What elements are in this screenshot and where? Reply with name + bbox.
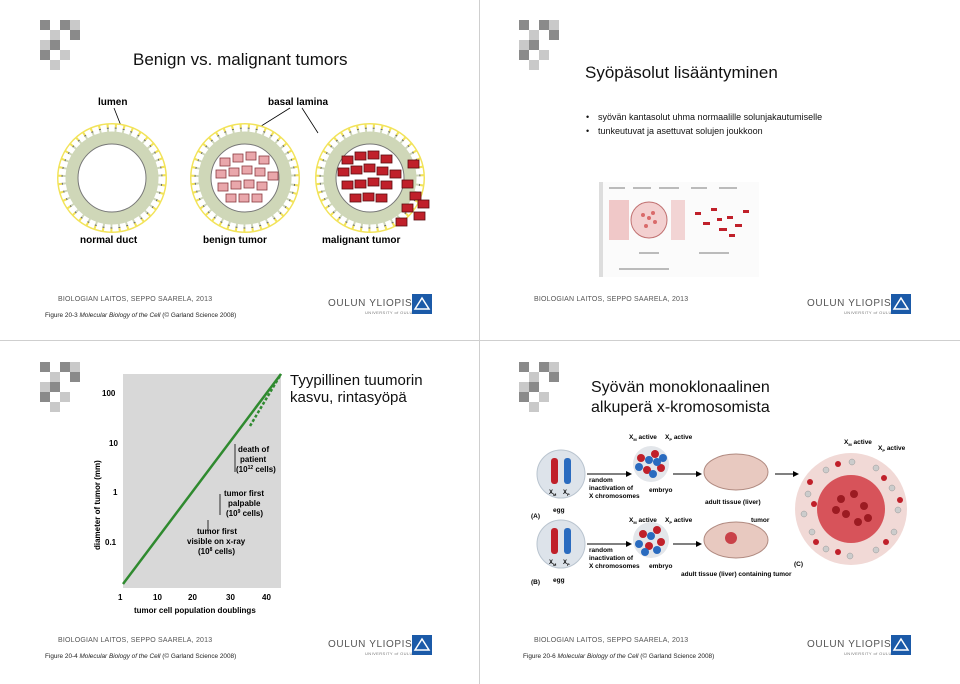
annotation-palpable-line3: (109 cells) xyxy=(226,509,263,518)
footer-author: BIOLOGIAN LAITOS, SEPPO SAARELA, 2013 xyxy=(534,637,689,644)
x-tick: 10 xyxy=(153,593,162,602)
x-chromosome-figure: XM XP egg (A) random inactivation of X c… xyxy=(531,434,799,586)
bullet-item: tunkeutuvat ja asettuvat solujen joukkoo… xyxy=(586,126,822,137)
embryo-cluster-b xyxy=(633,522,669,558)
annotation-death-line1: death of xyxy=(238,445,269,454)
oulu-logo-subtitle: UNIVERSITY of OULU xyxy=(365,310,413,315)
oulu-logo-text: OULUN YLIOPISTO xyxy=(328,298,428,309)
y-tick: 0.1 xyxy=(105,538,117,547)
slide-title: Tyypillinen tuumorin kasvu, rintasyöpä xyxy=(290,372,423,406)
footer-caption: Figure 20-4 Molecular Biology of the Cel… xyxy=(45,653,237,660)
growth-line-extrapolated xyxy=(248,373,283,427)
label-adult-tissue: adult tissue (liver) xyxy=(705,499,761,506)
annotation-death-line3: (1012 cells) xyxy=(236,465,276,474)
footer-author: BIOLOGIAN LAITOS, SEPPO SAARELA, 2013 xyxy=(534,296,689,303)
svg-text:XP active: XP active xyxy=(878,445,906,453)
duct-comparison-figure: lumen basal lamina xyxy=(57,97,430,246)
y-tick: 1 xyxy=(113,488,118,497)
bullet-list: syövän kantasolut uhma normaalille solun… xyxy=(586,112,822,140)
x-tick: 30 xyxy=(226,593,235,602)
label-basal-lamina: basal lamina xyxy=(268,97,328,108)
annotation-visible-line1: tumor first xyxy=(197,527,237,536)
svg-text:XP: XP xyxy=(563,560,570,567)
svg-text:inactivation of: inactivation of xyxy=(589,485,634,492)
slide-monoclonal-origin: Syövän monoklonaalinen alkuperä x-kromos… xyxy=(481,342,959,682)
slide-benign-vs-malignant: Benign vs. malignant tumors lumen basal … xyxy=(0,0,478,340)
oulu-logo-subtitle: UNIVERSITY of OULU xyxy=(844,651,892,656)
footer-caption: Figure 20-6 Molecular Biology of the Cel… xyxy=(523,653,715,660)
label-benign-tumor: benign tumor xyxy=(203,235,267,246)
footer-author: BIOLOGIAN LAITOS, SEPPO SAARELA, 2013 xyxy=(58,296,213,303)
label-embryo: embryo xyxy=(649,487,673,494)
annotation-visible-line2: visible on x-ray xyxy=(187,537,246,546)
slide-logo-squares xyxy=(519,20,559,70)
svg-text:XM active: XM active xyxy=(629,434,657,442)
y-tick: 10 xyxy=(109,439,118,448)
normal-duct-diagram xyxy=(57,123,167,233)
growth-line xyxy=(122,373,282,585)
label-tumor: tumor xyxy=(751,517,770,524)
x-tick: 1 xyxy=(118,593,123,602)
bullet-item: syövän kantasolut uhma normaalille solun… xyxy=(586,112,822,123)
oulu-logo-subtitle: UNIVERSITY of OULU xyxy=(844,310,892,315)
label-egg: egg xyxy=(553,507,565,514)
slide-logo-squares xyxy=(519,362,559,412)
x-tick: 40 xyxy=(262,593,271,602)
y-axis-label: diameter of tumor (mm) xyxy=(93,460,102,550)
svg-text:XP active: XP active xyxy=(665,517,693,525)
svg-text:XM active: XM active xyxy=(629,517,657,525)
label-lumen: lumen xyxy=(98,97,127,108)
embryo-cluster-a xyxy=(633,446,669,482)
oulu-logo-text: OULUN YLIOPISTO xyxy=(328,639,428,650)
slide-tumor-growth: Tyypillinen tuumorin kasvu, rintasyöpä 1… xyxy=(0,342,478,682)
oulu-logo-text: OULUN YLIOPISTO xyxy=(807,298,907,309)
footer-caption: Figure 20-3 Molecular Biology of the Cel… xyxy=(45,312,237,319)
annotation-death-line2: patient xyxy=(240,455,267,464)
label-panel-b: (B) xyxy=(531,579,540,586)
svg-text:random: random xyxy=(589,547,613,554)
svg-text:XM: XM xyxy=(549,490,557,497)
oulu-emblem-icon xyxy=(412,635,432,655)
svg-text:XP active: XP active xyxy=(665,434,693,442)
label-panel-a: (A) xyxy=(531,513,540,520)
malignant-tumor-diagram xyxy=(315,123,430,233)
benign-tumor-diagram xyxy=(190,123,300,233)
svg-text:XM active: XM active xyxy=(844,439,872,447)
tumor-mosaic-panel-c: XM active XP active (C) xyxy=(794,439,907,568)
slide-title: Syöpäsolut lisääntyminen xyxy=(585,63,778,82)
oulu-emblem-icon xyxy=(891,635,911,655)
oulu-logo-text: OULUN YLIOPISTO xyxy=(807,639,907,650)
svg-text:XP: XP xyxy=(563,490,570,497)
tumor-growth-graph: 100 10 1 0.1 diameter of tumor (mm) 1 10… xyxy=(93,373,283,615)
label-embryo: embryo xyxy=(649,563,673,570)
label-malignant-tumor: malignant tumor xyxy=(322,235,400,246)
svg-text:random: random xyxy=(589,477,613,484)
slide-logo-squares xyxy=(40,20,80,70)
oulu-emblem-icon xyxy=(412,294,432,314)
oulu-logo-subtitle: UNIVERSITY of OULU xyxy=(365,651,413,656)
slide-title: Benign vs. malignant tumors xyxy=(133,50,348,69)
slide-cancer-cell-proliferation: Syöpäsolut lisääntyminen syövän kantasol… xyxy=(481,0,959,340)
metastasis-figure-thumbnail xyxy=(599,182,759,277)
slide-title: Syövän monoklonaalinen alkuperä x-kromos… xyxy=(591,379,770,416)
y-tick: 100 xyxy=(102,389,116,398)
svg-text:XM: XM xyxy=(549,560,557,567)
label-adult-tissue-tumor: adult tissue (liver) containing tumor xyxy=(681,571,792,578)
annotation-palpable-line1: tumor first xyxy=(224,489,264,498)
slide-divider-horizontal xyxy=(0,340,960,341)
svg-text:X chromosomes: X chromosomes xyxy=(589,563,640,570)
slide-divider-vertical xyxy=(479,0,480,684)
label-egg: egg xyxy=(553,577,565,584)
x-axis-label: tumor cell population doublings xyxy=(134,606,256,615)
label-normal-duct: normal duct xyxy=(80,235,138,246)
footer-author: BIOLOGIAN LAITOS, SEPPO SAARELA, 2013 xyxy=(58,637,213,644)
slide-logo-squares xyxy=(40,362,80,412)
svg-text:X chromosomes: X chromosomes xyxy=(589,493,640,500)
oulu-emblem-icon xyxy=(891,294,911,314)
x-tick: 20 xyxy=(188,593,197,602)
label-panel-c: (C) xyxy=(794,561,803,568)
svg-text:inactivation of: inactivation of xyxy=(589,555,634,562)
annotation-palpable-line2: palpable xyxy=(228,499,261,508)
annotation-visible-line3: (108 cells) xyxy=(198,547,235,556)
